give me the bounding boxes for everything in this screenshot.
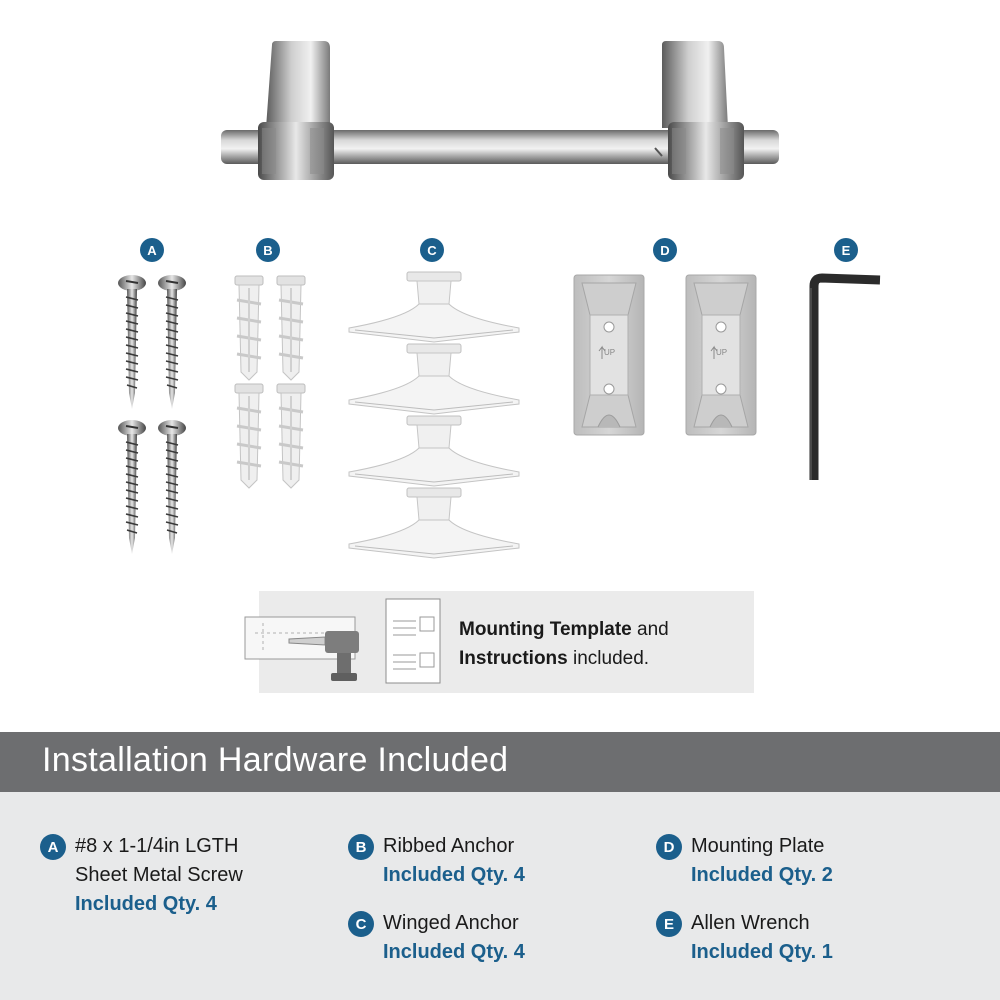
legend-badge-a: A bbox=[40, 834, 66, 860]
plate-marking-1: UP bbox=[604, 348, 616, 357]
template-note-part2: and bbox=[631, 619, 669, 640]
template-note-part1: Mounting Template bbox=[459, 619, 632, 640]
badge-c: C bbox=[420, 238, 444, 262]
template-note-text: Mounting Template and Instructions inclu… bbox=[459, 615, 669, 673]
template-note-part3: Instructions bbox=[459, 648, 568, 669]
legend-e-line1: Allen Wrench bbox=[691, 912, 810, 934]
badge-d: D bbox=[653, 238, 677, 262]
legend-badge-d: D bbox=[656, 834, 682, 860]
bar-rod bbox=[221, 130, 779, 164]
hardware-legend: A #8 x 1-1/4in LGTH Sheet Metal Screw In… bbox=[0, 792, 1000, 1000]
legend-badge-e: E bbox=[656, 911, 682, 937]
screws-illustration bbox=[117, 274, 187, 555]
legend-a-line1: #8 x 1-1/4in LGTH bbox=[75, 835, 239, 857]
legend-b-line1: Ribbed Anchor bbox=[383, 835, 515, 857]
legend-d-line1: Mounting Plate bbox=[691, 835, 825, 857]
towel-bar-illustration bbox=[221, 41, 779, 180]
left-post bbox=[266, 41, 330, 128]
template-note-box: Mounting Template and Instructions inclu… bbox=[244, 591, 754, 693]
legend-badge-c: C bbox=[348, 911, 374, 937]
plate-marking-2: UP bbox=[716, 348, 728, 357]
badge-e: E bbox=[834, 238, 858, 262]
legend-d-qty: Included Qty. 2 bbox=[691, 864, 833, 886]
banner-title: Installation Hardware Included bbox=[42, 741, 509, 779]
badge-a: A bbox=[140, 238, 164, 262]
instructions-icon bbox=[385, 598, 441, 684]
legend-a-qty: Included Qty. 4 bbox=[75, 893, 217, 915]
legend-b-qty: Included Qty. 4 bbox=[383, 864, 525, 886]
section-banner: Installation Hardware Included bbox=[0, 732, 1000, 792]
legend-e-qty: Included Qty. 1 bbox=[691, 941, 833, 963]
badge-b: B bbox=[256, 238, 280, 262]
legend-c-qty: Included Qty. 4 bbox=[383, 941, 525, 963]
allen-wrench-illustration bbox=[809, 273, 881, 480]
right-post bbox=[662, 41, 728, 128]
ribbed-anchors-illustration bbox=[233, 274, 307, 490]
legend-a-line2: Sheet Metal Screw bbox=[75, 864, 243, 886]
legend-badge-b: B bbox=[348, 834, 374, 860]
mounting-plates-illustration bbox=[573, 274, 757, 436]
legend-c-line1: Winged Anchor bbox=[383, 912, 519, 934]
template-note-part4: included. bbox=[567, 648, 650, 669]
drill-template-icon bbox=[244, 616, 359, 681]
winged-anchors-illustration bbox=[348, 271, 520, 559]
